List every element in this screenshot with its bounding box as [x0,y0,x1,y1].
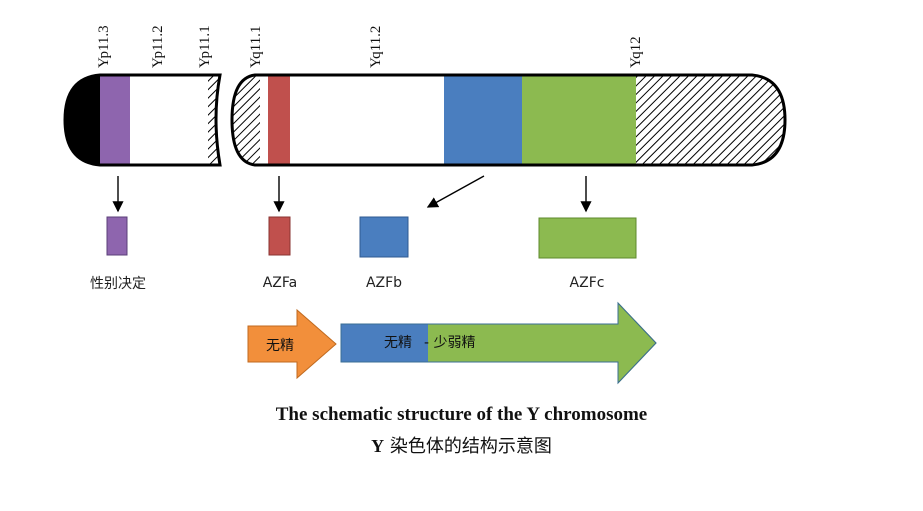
caption-english: The schematic structure of the Y chromos… [275,404,648,425]
oligospermia-arrow-label-part2: - 少弱精 [424,335,476,351]
caption-chinese: Y 染色体的结构示意图 [0,432,923,458]
sry-box [106,216,128,256]
band-label-yq12: Yq12 [628,36,644,68]
azoospermia-arrow [247,308,337,380]
azfc-box [538,217,637,259]
p-arm-outline [63,73,222,167]
band-label-yq11-2: Yq11.2 [368,26,384,68]
heterochromatin-hatch [636,75,785,165]
caption-chinese-y: Y [371,436,385,456]
q-arm [232,75,785,165]
band-label-yq11-1: Yq11.1 [248,26,264,68]
band-label-yp11-3: Yp11.3 [96,25,112,68]
azfa-box [268,216,291,256]
azfa-band [268,75,290,165]
q-arm-outline [230,73,787,167]
label-sex-determination: 性别决定 [90,276,146,292]
azfb-box [359,216,409,258]
oligospermia-arrow-label-part1: 无精 [384,335,412,351]
p-arm [65,75,220,165]
oligospermia-arrow-blue-segment [341,324,428,362]
label-azfb: AZFb [366,275,402,291]
azfc-band [522,75,636,165]
label-azfc: AZFc [570,275,605,291]
label-azfa: AZFa [263,275,298,291]
azfb-band [444,75,522,165]
band-label-yp11-1: Yp11.1 [197,25,213,68]
arrow-azfb [426,175,485,208]
caption-chinese-text: 染色体的结构示意图 [384,436,552,457]
azoospermia-arrow-label: 无精 [266,338,294,354]
sry-band [100,75,130,165]
band-label-yp11-2: Yp11.2 [150,25,166,68]
